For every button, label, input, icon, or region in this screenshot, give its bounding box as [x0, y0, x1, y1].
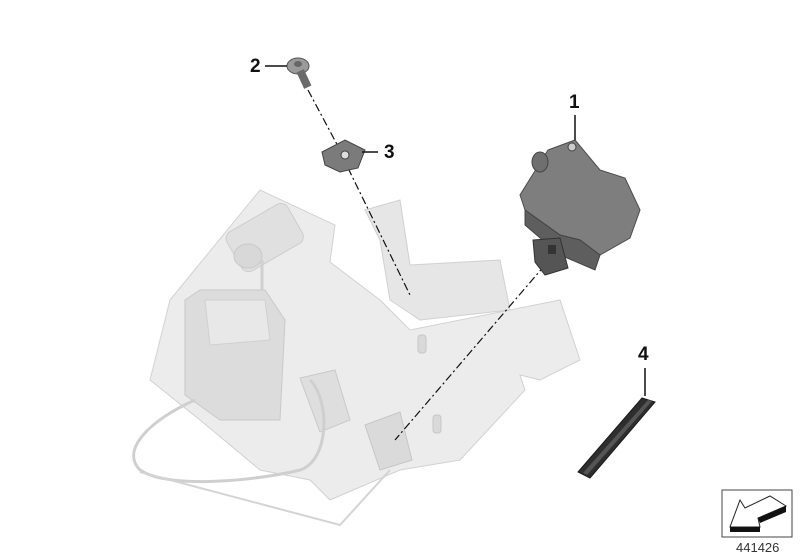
- assembly-lines: [307, 89, 546, 441]
- image-id-label: 441426: [736, 540, 780, 555]
- leader-lines: [265, 65, 646, 396]
- callout-1: 1: [569, 92, 580, 113]
- part-3-clip-nut[interactable]: [321, 139, 366, 173]
- carrier-plate: [132, 189, 581, 527]
- orientation-arrow-icon: [721, 489, 793, 538]
- part-4-rubber-strip[interactable]: [577, 397, 656, 479]
- callout-4: 4: [638, 344, 649, 365]
- callout-3: 3: [384, 142, 395, 163]
- part-2-screw[interactable]: [286, 57, 312, 89]
- part-1-actuator[interactable]: [519, 139, 641, 276]
- callout-2: 2: [250, 56, 261, 77]
